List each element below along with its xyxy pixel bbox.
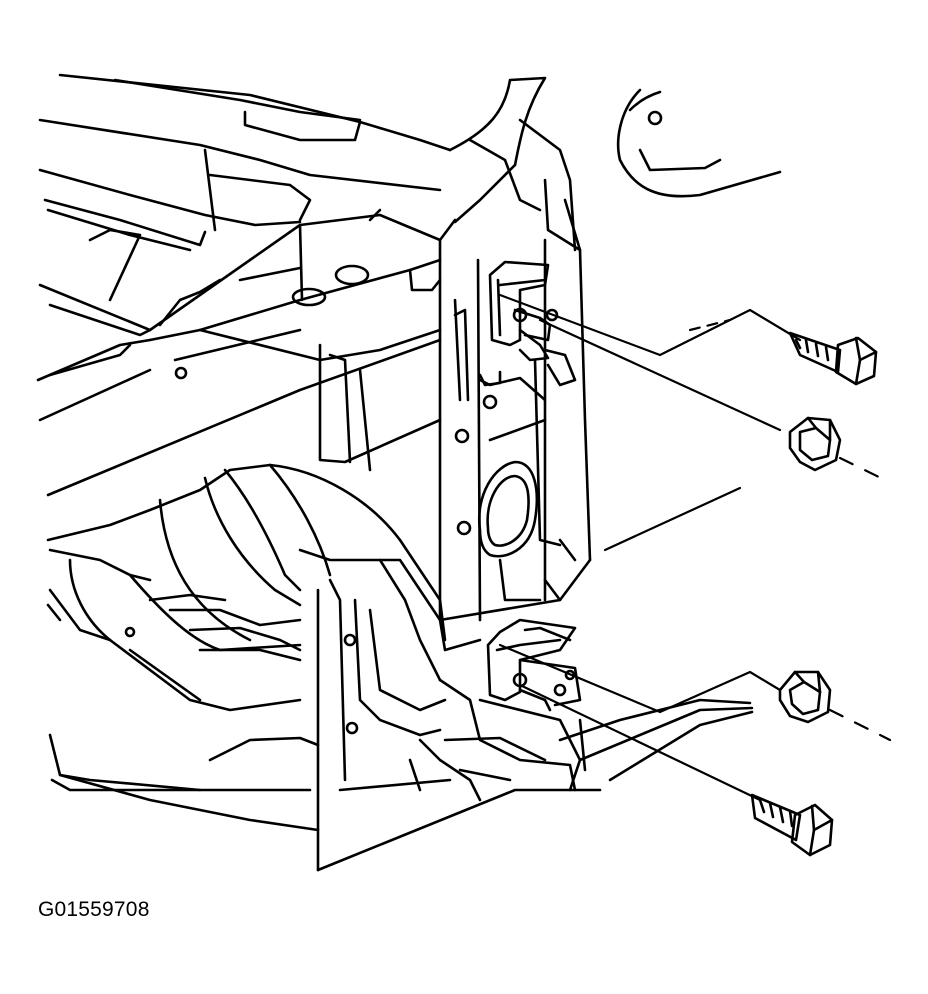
figure-id-label: G01559708 — [38, 898, 150, 921]
upper-nut — [788, 416, 842, 472]
alignment-lines — [498, 293, 892, 802]
lower-front-structure — [298, 548, 754, 872]
lower-bracket — [486, 618, 582, 712]
upper-bracket — [478, 260, 577, 387]
lower-bolt — [750, 793, 834, 857]
lower-nut — [778, 670, 832, 724]
body-structure-upper — [36, 73, 452, 497]
fender-wheelhouse — [46, 463, 447, 832]
upper-bolt — [788, 331, 878, 386]
fender-corner — [616, 88, 782, 198]
radiator-support — [148, 76, 577, 472]
headlamp-support-panel — [438, 178, 592, 622]
